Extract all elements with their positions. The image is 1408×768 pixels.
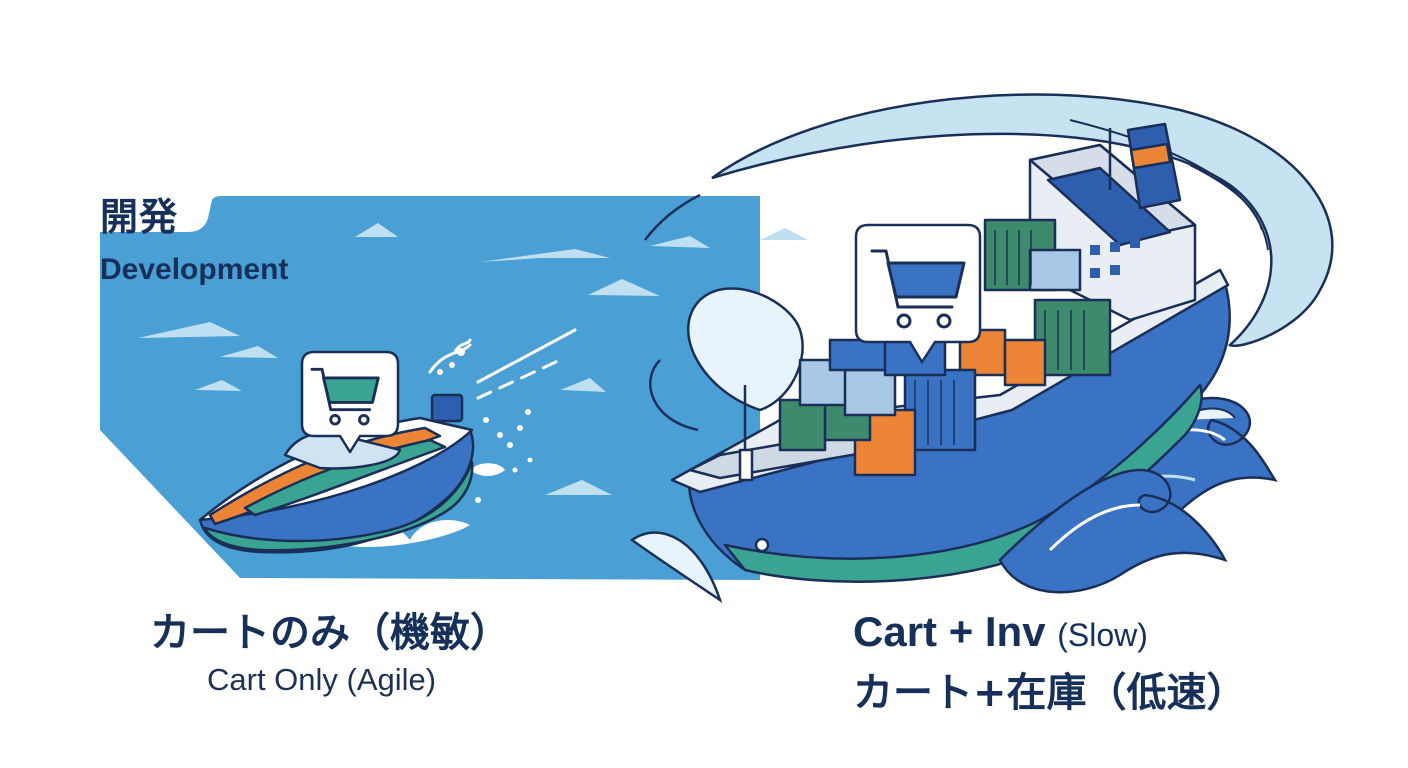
big-wave-arc [644, 93, 1334, 347]
ship-label-en-main: Cart + Inv [853, 608, 1046, 655]
sea-wave-marks [138, 223, 808, 495]
porthole [754, 537, 770, 553]
ship-label-en: Cart + Inv (Slow) [853, 608, 1148, 656]
bow-waves [998, 468, 1228, 594]
boat-label-en: Cart Only (Agile) [207, 662, 437, 697]
shopping-cart-icon [310, 367, 380, 426]
shopping-cart-icon [870, 249, 966, 329]
speed-trails [428, 328, 577, 400]
ship-label-en-paren: (Slow) [1057, 617, 1148, 653]
ship-label-ja: カート+在庫（低速） [853, 670, 1247, 716]
speedboat [198, 350, 475, 554]
boat-label-ja: カートのみ（機敏） [150, 610, 510, 656]
container-stack [778, 218, 1112, 477]
section-title-ja: 開発 [100, 195, 179, 239]
ship-spray [629, 287, 804, 604]
section-title-en: Development [100, 253, 289, 286]
